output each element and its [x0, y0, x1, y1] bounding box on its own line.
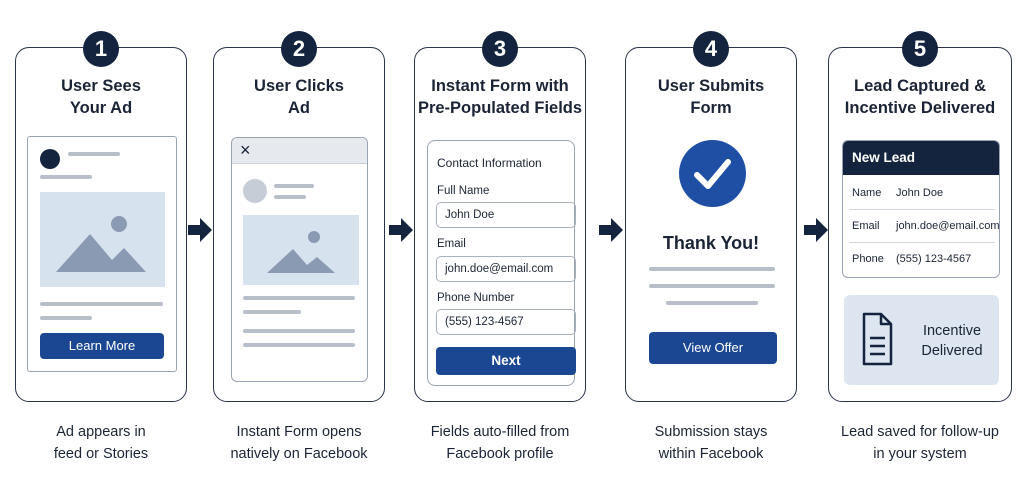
avatar: [40, 149, 60, 169]
step-title: Instant Form with Pre-Populated Fields: [417, 77, 583, 117]
placeholder-line: [649, 284, 775, 288]
step-number-badge: 1: [83, 31, 119, 67]
checkmark-icon: [679, 140, 746, 207]
incentive-delivered-panel: Incentive Delivered: [844, 295, 999, 385]
image-placeholder-icon: [243, 215, 359, 285]
avatar: [243, 179, 267, 203]
step-title: User Clicks Ad: [254, 77, 344, 117]
email-field[interactable]: john.doe@email.com: [436, 256, 576, 282]
view-offer-button[interactable]: View Offer: [649, 332, 777, 364]
arrow-right-icon: [389, 218, 413, 242]
placeholder-line: [243, 310, 301, 314]
step-caption: Lead saved for follow-up in your system: [841, 424, 999, 462]
placeholder-line: [40, 316, 92, 320]
step-caption: Instant Form opens natively on Facebook: [230, 424, 368, 462]
contact-form: Contact Information Full Name John Doe E…: [427, 140, 576, 386]
arrow-right-icon: [188, 218, 212, 242]
form-heading: Contact Information: [437, 156, 542, 170]
image-placeholder-icon: [40, 192, 165, 287]
new-lead-panel: New Lead Name John Doe Email john.doe@em…: [842, 140, 1000, 278]
placeholder-line: [274, 184, 314, 188]
placeholder-line: [40, 175, 92, 179]
placeholder-line: [649, 267, 775, 271]
lead-name-key: Name: [852, 187, 882, 199]
placeholder-line: [68, 152, 120, 156]
phone-field[interactable]: (555) 123-4567: [436, 309, 576, 335]
step-3-card: 3 Instant Form with Pre-Populated Fields…: [414, 31, 586, 402]
thank-you-text: Thank You!: [662, 233, 760, 253]
step-number-badge: 5: [902, 31, 938, 67]
learn-more-button[interactable]: Learn More: [40, 333, 164, 359]
step-caption: Ad appears in feed or Stories: [53, 424, 149, 462]
step-caption: Fields auto-filled from Facebook profile: [430, 424, 570, 462]
row-divider: [849, 209, 995, 210]
incentive-text: Incentive Delivered: [921, 323, 983, 359]
step-title: Lead Captured & Incentive Delivered: [844, 77, 996, 117]
placeholder-line: [243, 329, 355, 333]
step-number-badge: 4: [693, 31, 729, 67]
placeholder-line: [243, 296, 355, 300]
full-name-label: Full Name: [437, 185, 490, 197]
full-name-field[interactable]: John Doe: [436, 202, 576, 228]
lead-phone-key: Phone: [852, 253, 884, 265]
lead-phone-value: (555) 123-4567: [896, 253, 972, 265]
placeholder-line: [274, 195, 306, 199]
placeholder-line: [40, 302, 163, 306]
step-number-badge: 2: [281, 31, 317, 67]
phone-label: Phone Number: [437, 292, 515, 304]
lead-name-value: John Doe: [896, 187, 944, 199]
arrow-right-icon: [804, 218, 828, 242]
step-5-card: 5 Lead Captured & Incentive Delivered Ne…: [828, 31, 1012, 402]
step-2-card: 2 User Clicks Ad ×: [213, 31, 385, 402]
document-icon: [862, 312, 893, 366]
close-icon[interactable]: ×: [240, 140, 251, 160]
step-1-card: 1 User Sees Your Ad Learn More: [15, 31, 187, 402]
email-label: Email: [437, 238, 466, 250]
step-caption: Submission stays within Facebook: [654, 424, 768, 462]
step-4-card: 4 User Submits Form Thank You! View Offe…: [625, 31, 797, 402]
lead-email-value: john.doe@email.com: [896, 220, 1000, 232]
arrow-right-icon: [599, 218, 623, 242]
ad-post-mockup: Learn More: [27, 136, 177, 372]
step-title: User Sees Your Ad: [61, 77, 141, 117]
instant-form-mockup: ×: [231, 137, 368, 382]
next-button[interactable]: Next: [436, 347, 576, 375]
step-title: User Submits Form: [657, 77, 765, 117]
row-divider: [849, 242, 995, 243]
lead-heading: New Lead: [843, 141, 999, 175]
placeholder-line: [243, 343, 355, 347]
step-number-badge: 3: [482, 31, 518, 67]
lead-email-key: Email: [852, 220, 880, 232]
placeholder-line: [666, 301, 758, 305]
